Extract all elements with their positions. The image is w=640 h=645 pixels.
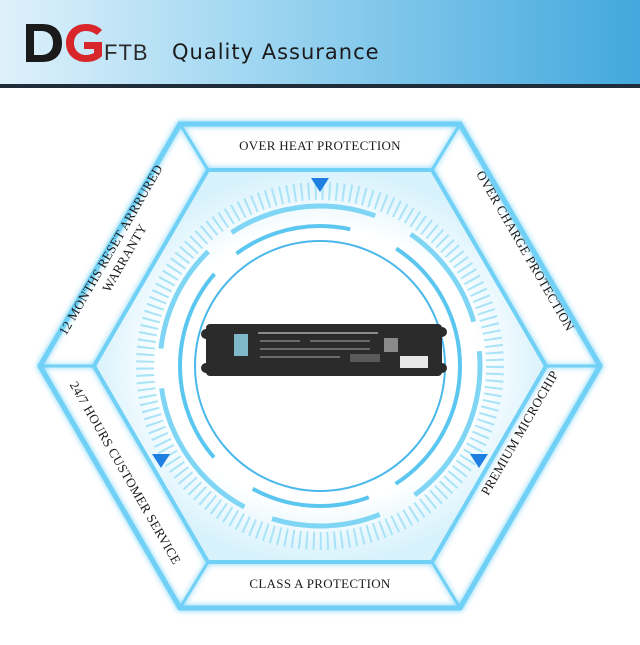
arrow-down-icon bbox=[470, 454, 488, 468]
header-banner: FTB Quality Assurance bbox=[0, 0, 640, 84]
feature-top: OVER HEAT PROTECTION bbox=[239, 138, 401, 153]
feature-bottom: CLASS A PROTECTION bbox=[249, 576, 391, 591]
outer-tick-ring bbox=[136, 182, 504, 550]
logo-text: FTB bbox=[104, 40, 149, 65]
arrow-down-icon bbox=[152, 454, 170, 468]
quality-diagram: OVER HEAT PROTECTION OVER CHARGE PROTECT… bbox=[0, 88, 640, 640]
header-divider bbox=[0, 84, 640, 88]
inner-arc-ring bbox=[178, 224, 462, 508]
arrow-down-icon bbox=[311, 178, 329, 192]
dg-logo-icon bbox=[26, 24, 102, 62]
hexagon-connectors bbox=[40, 123, 600, 609]
middle-arc-ring bbox=[157, 203, 483, 529]
page-title: Quality Assurance bbox=[172, 40, 380, 64]
battery-image bbox=[201, 324, 447, 376]
